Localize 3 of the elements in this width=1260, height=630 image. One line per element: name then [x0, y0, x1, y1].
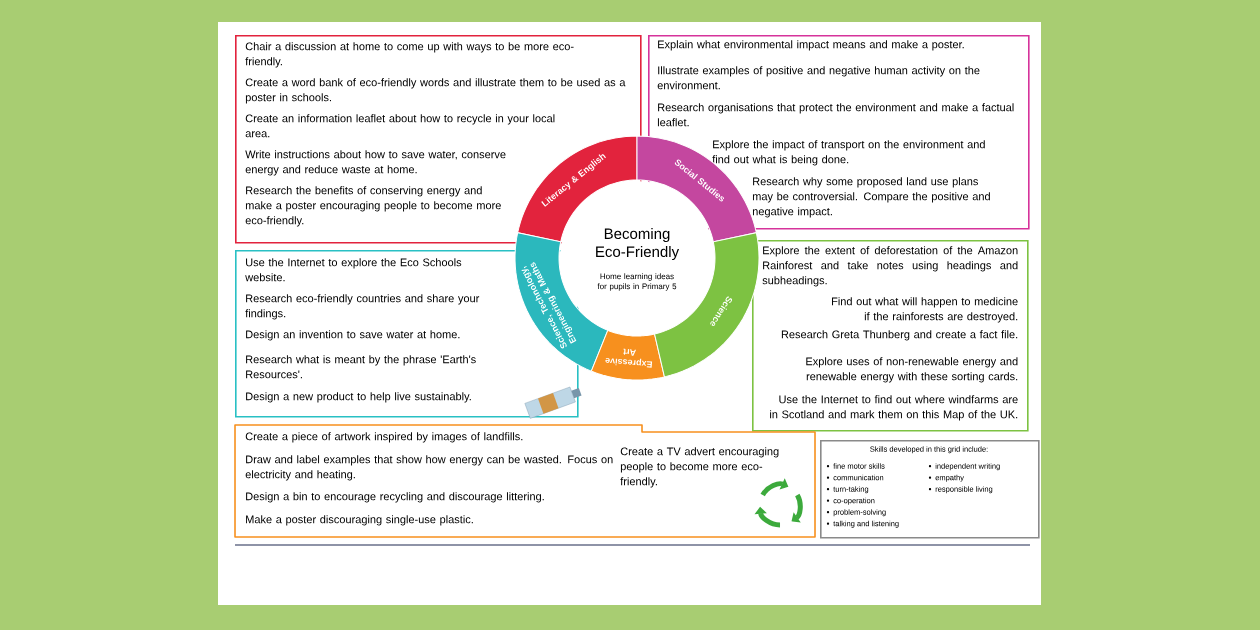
activity-box: Create a piece of artwork inspired by images of landfills. Draw and label examples that show how energy can be wasted. Focus on electricity and heating. Design a bin to encourage recycling and discourage littering. Make a poster discouraging single-use plastic. Create a TV advert encouraging people to become more eco-friendly.	[234, 424, 816, 538]
ring-segment: Expressive Art	[590, 329, 665, 381]
activity-box: Explore the extent of deforestation of the Amazon Rainforest and take notes using headings and subheadings. Find out what will happen to medicine if the rainforests are destroyed. Research Greta Thunberg and create a fact file. Explore uses of non-renewable energy and renewable energy with these sorting cards. Use the Internet to find out where windfarms are in Scotland and mark them on this Map of the UK.	[752, 240, 1029, 432]
